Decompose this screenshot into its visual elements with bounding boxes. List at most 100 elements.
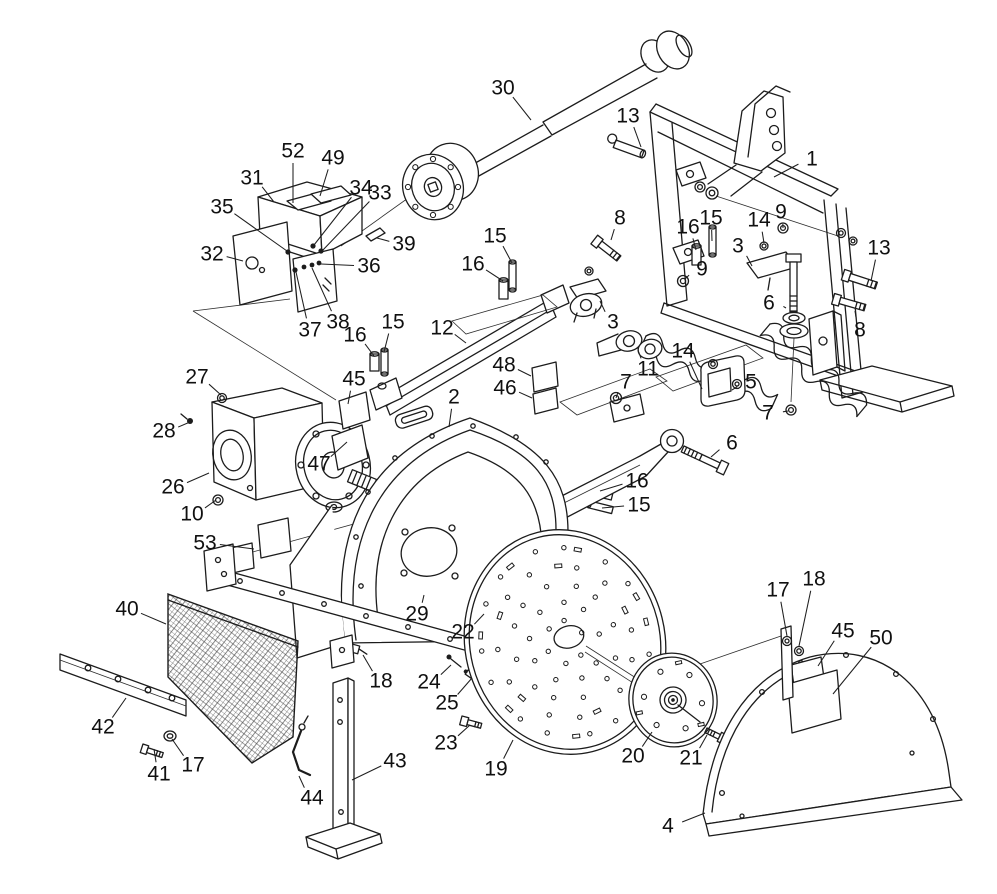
bolt-23 — [459, 715, 483, 729]
console-bracket — [292, 248, 338, 313]
housing-rim-holes — [353, 423, 549, 589]
callout-leader-41 — [153, 748, 157, 763]
clevis-link-11 — [596, 330, 663, 360]
nut-7-left — [609, 391, 645, 423]
decal-47 — [331, 424, 369, 471]
callout-label-31: 31 — [240, 167, 263, 190]
callout-label-52: 52 — [281, 140, 304, 163]
decal-48 — [531, 361, 559, 393]
callout-leader-5 — [731, 386, 738, 391]
callout-leader-16 — [485, 269, 504, 282]
callout-leader-17 — [171, 738, 185, 756]
nut-pair-top — [694, 181, 719, 200]
tube-16c — [691, 243, 702, 266]
screw-24 — [446, 654, 462, 668]
jack-stand — [291, 634, 383, 860]
callout-leader-45 — [347, 390, 352, 405]
callout-leader-17 — [780, 601, 788, 637]
blade-disc — [463, 529, 667, 755]
callout-label-17: 17 — [766, 579, 789, 602]
callout-label-35: 35 — [210, 196, 233, 219]
callout-leader-14 — [689, 361, 703, 390]
callout-label-23: 23 — [434, 732, 457, 755]
decal-45-left — [338, 391, 371, 430]
callout-label-39: 39 — [392, 233, 415, 256]
callout-leader-27 — [208, 383, 222, 396]
slip-clutch — [401, 142, 480, 221]
bolt-8-left — [590, 234, 622, 262]
tube-16b — [498, 277, 509, 300]
callout-label-6: 6 — [726, 432, 738, 455]
callout-label-50: 50 — [869, 627, 892, 650]
callout-label-18: 18 — [802, 568, 825, 591]
callout-label-16: 16 — [625, 470, 648, 493]
callout-label-16: 16 — [676, 216, 699, 239]
gearbox — [180, 387, 390, 513]
callout-label-21: 21 — [679, 747, 702, 770]
callout-label-53: 53 — [193, 532, 216, 555]
callout-leader-7 — [782, 410, 789, 413]
push-rail — [369, 284, 570, 416]
callout-leader-48 — [517, 369, 532, 377]
pin-15b — [508, 259, 517, 293]
mesh-deflector — [167, 593, 299, 764]
callout-label-26: 26 — [161, 476, 184, 499]
callout-label-15: 15 — [627, 494, 650, 517]
callout-leader-42 — [111, 697, 127, 718]
console-assembly — [232, 181, 363, 313]
callout-label-8: 8 — [854, 319, 866, 342]
bolt-41 — [139, 743, 164, 759]
pto-driveline — [401, 30, 693, 221]
callout-leader-39 — [376, 237, 390, 242]
washer-17-left — [163, 730, 177, 742]
mount-plate-outlines — [451, 294, 764, 416]
callout-leader-16 — [599, 483, 623, 492]
callout-label-47: 47 — [307, 453, 330, 476]
callout-label-18: 18 — [369, 670, 392, 693]
callout-leader-47 — [330, 441, 348, 457]
right-column-hardware — [779, 253, 846, 416]
callout-label-8: 8 — [614, 207, 626, 230]
callout-leader-28 — [177, 421, 191, 428]
callout-label-49: 49 — [321, 147, 344, 170]
pins-and-spacers — [369, 224, 717, 515]
callout-label-27: 27 — [185, 366, 208, 389]
callout-label-14: 14 — [671, 340, 695, 363]
callout-label-41: 41 — [147, 763, 170, 786]
callout-label-45: 45 — [342, 368, 365, 391]
frame-base-skid — [819, 365, 955, 413]
callout-label-14: 14 — [747, 209, 771, 232]
callout-label-20: 20 — [621, 745, 644, 768]
decal-49 — [310, 185, 352, 204]
callout-leader-3 — [746, 255, 753, 267]
callout-label-28: 28 — [152, 420, 175, 443]
callout-label-1: 1 — [806, 148, 818, 171]
callout-leader-7 — [615, 392, 619, 399]
callout-leader-49 — [319, 169, 329, 197]
callout-label-3: 3 — [732, 235, 744, 258]
callout-label-15: 15 — [483, 225, 506, 248]
housing-handle — [394, 405, 434, 429]
callout-label-16: 16 — [343, 324, 366, 347]
callout-label-25: 25 — [435, 692, 458, 715]
callout-label-40: 40 — [115, 598, 138, 621]
callout-label-44: 44 — [300, 787, 324, 810]
callout-leader-45 — [817, 640, 835, 667]
callout-leader-10 — [204, 499, 217, 509]
callout-leader-18 — [798, 590, 812, 647]
callout-leader-38 — [311, 267, 332, 312]
callout-leader-15 — [601, 505, 625, 509]
callout-leader-11 — [637, 349, 642, 359]
side-bar-42 — [59, 653, 187, 759]
callout-label-7: 7 — [620, 371, 632, 394]
callout-label-13: 13 — [867, 237, 890, 260]
callout-label-7: 7 — [762, 402, 774, 425]
hub-plate — [628, 652, 729, 748]
bolt-6-diagonal — [680, 445, 730, 476]
mast-bracket — [707, 85, 791, 197]
callout-label-17: 17 — [181, 754, 204, 777]
callout-leader-22 — [474, 613, 485, 625]
